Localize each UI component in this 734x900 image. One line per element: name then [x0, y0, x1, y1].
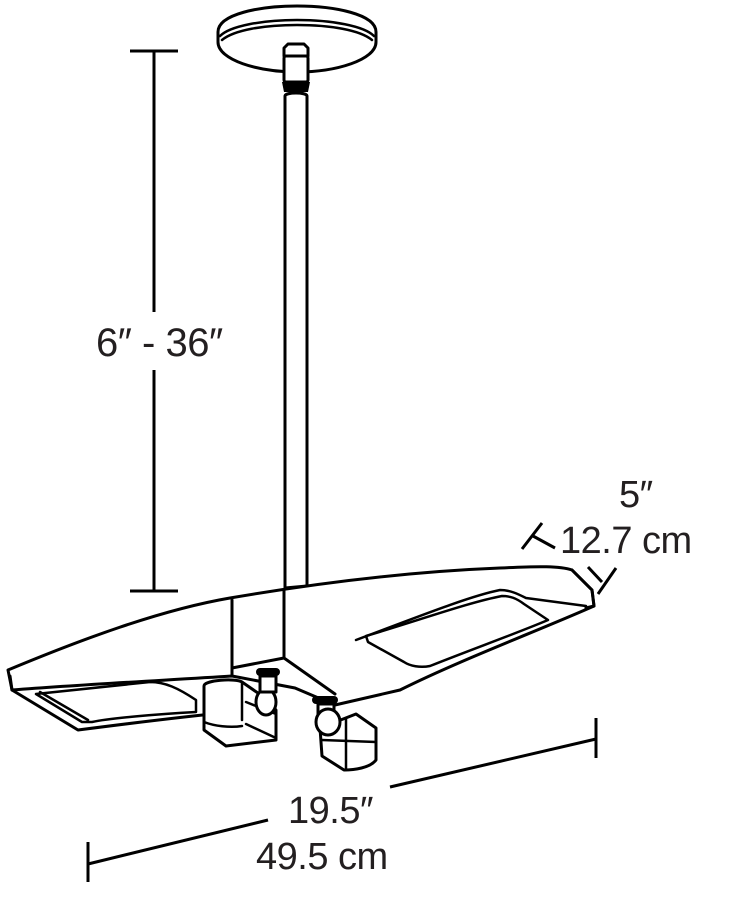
width-imperial-label: 19.5″ — [288, 790, 373, 832]
depth-metric-label: 12.7 cm — [560, 520, 692, 562]
ceiling-canopy — [216, 4, 378, 74]
stem-rod — [283, 91, 309, 590]
depth-dimension-ticks — [520, 522, 618, 595]
width-metric-label: 49.5 cm — [256, 836, 388, 878]
fixture-body — [6, 565, 596, 732]
width-dimension-line — [86, 718, 598, 882]
depth-imperial-label: 5″ — [619, 474, 653, 516]
stem-dimension-line — [130, 49, 178, 593]
spot-head-right — [312, 696, 378, 772]
stem-length-label: 6″ - 36″ — [96, 321, 223, 365]
spot-head-left — [202, 668, 280, 748]
stem-coupler — [282, 42, 310, 92]
